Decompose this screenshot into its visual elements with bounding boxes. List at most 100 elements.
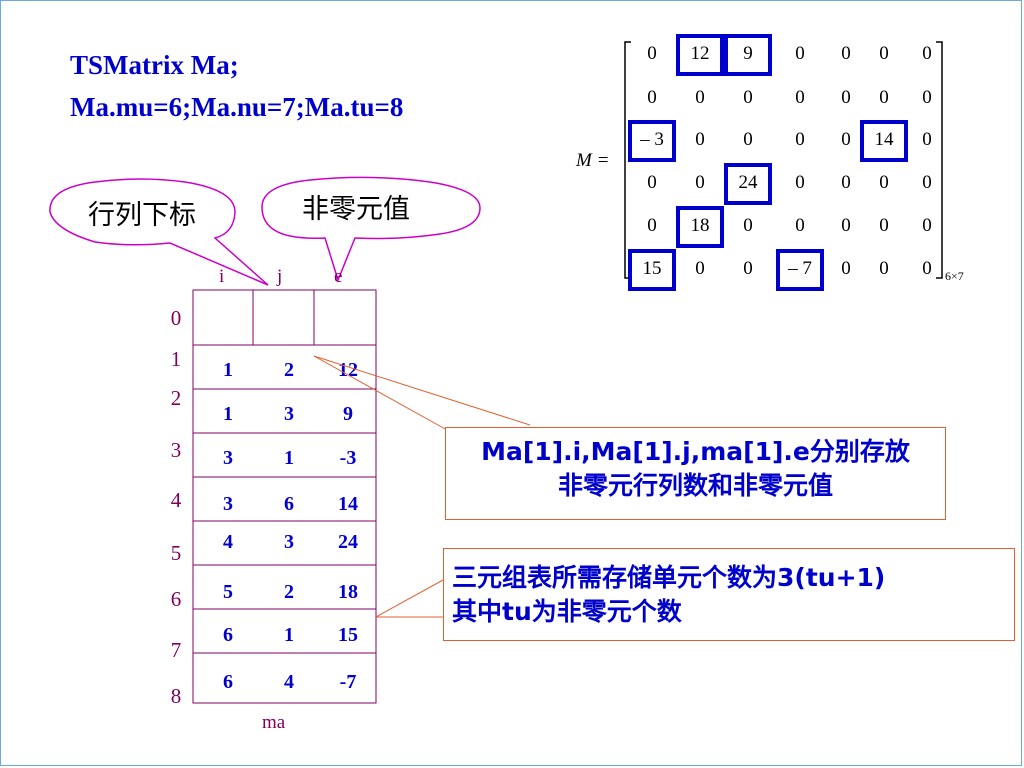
- matrix-cell: 0: [695, 87, 705, 108]
- note-element-storage: Ma[1].i,Ma[1].j,ma[1].e分别存放 非零元行列数和非零元值: [445, 427, 946, 520]
- triple-value: -3: [340, 447, 357, 469]
- table-row-index: 6: [171, 587, 182, 611]
- matrix-cell: 0: [647, 87, 657, 108]
- matrix-cell: 12: [691, 43, 710, 64]
- matrix-cell: 0: [743, 87, 753, 108]
- table-name: ma: [262, 712, 286, 733]
- matrix-cell: 0: [795, 87, 805, 108]
- matrix-cell: 0: [695, 258, 705, 279]
- code-line-assignments: Ma.mu=6;Ma.nu=7;Ma.tu=8: [70, 92, 404, 122]
- bubble-row-col-text: 行列下标: [88, 200, 196, 231]
- matrix-cell: 0: [841, 43, 851, 64]
- matrix-cell: 0: [922, 215, 932, 236]
- nonzero-highlight-box: [628, 120, 676, 162]
- matrix-cell: 0: [841, 258, 851, 279]
- triple-value: -7: [340, 671, 357, 693]
- matrix-cell: 0: [922, 43, 932, 64]
- bubble-shape: [49, 178, 269, 286]
- triple-value: 3: [223, 493, 233, 515]
- matrix-cell: – 3: [639, 129, 664, 150]
- matrix-cell: 0: [922, 258, 932, 279]
- nonzero-highlight-box: [724, 163, 772, 205]
- table-header-e: e: [334, 266, 342, 287]
- matrix-cell: 0: [795, 129, 805, 150]
- matrix-cell: 15: [643, 258, 662, 279]
- table-header-i: i: [219, 266, 224, 287]
- matrix-cell: 0: [841, 129, 851, 150]
- triple-value: 15: [338, 624, 358, 646]
- nonzero-highlight-box: [860, 120, 908, 162]
- matrix-cell: 0: [879, 43, 889, 64]
- matrix-cell: 0: [647, 215, 657, 236]
- matrix-size-label: 6×7: [945, 269, 964, 283]
- note-line: 三元组表所需存储单元个数为3(tu+1): [452, 563, 886, 592]
- matrix-cell: 24: [739, 172, 759, 193]
- matrix-cell: – 7: [787, 258, 812, 279]
- bubble-nonzero-value-text: 非零元值: [302, 194, 410, 225]
- matrix-cell: 0: [879, 87, 889, 108]
- triple-value: 14: [338, 493, 358, 515]
- triple-value: 18: [338, 581, 358, 603]
- matrix-cell: 0: [743, 129, 753, 150]
- triple-value: 2: [284, 581, 294, 603]
- triple-value: 6: [223, 671, 233, 693]
- triple-value: 1: [284, 447, 294, 469]
- matrix-cell: 0: [879, 172, 889, 193]
- matrix-cell: 0: [841, 87, 851, 108]
- matrix-cell: 0: [795, 172, 805, 193]
- triple-value: 3: [223, 447, 233, 469]
- matrix-cell: 0: [922, 129, 932, 150]
- matrix-cell: 0: [647, 172, 657, 193]
- triple-value: 12: [338, 359, 358, 381]
- note-line: Ma[1].i,Ma[1].j,ma[1].e分别存放: [481, 437, 910, 466]
- matrix-cell: 0: [743, 215, 753, 236]
- triple-value: 2: [284, 359, 294, 381]
- code-line-declaration: TSMatrix Ma;: [70, 50, 239, 80]
- nonzero-highlight-box: [628, 249, 676, 291]
- table-row-index: 3: [171, 438, 182, 462]
- matrix-cell: 0: [879, 258, 889, 279]
- nonzero-highlight-box: [676, 34, 724, 76]
- matrix-label: M =: [575, 150, 609, 171]
- table-row-index: 7: [171, 638, 182, 662]
- triple-value: 4: [223, 531, 233, 553]
- triple-value: 1: [223, 359, 233, 381]
- matrix-cell: 0: [647, 43, 657, 64]
- matrix-cell: 0: [795, 43, 805, 64]
- matrix-cell: 0: [695, 172, 705, 193]
- table-row-index: 5: [171, 541, 182, 565]
- matrix-cell: 9: [743, 43, 753, 64]
- table-row-index: 1: [171, 347, 182, 371]
- matrix-cell: 0: [743, 258, 753, 279]
- matrix-cell: 14: [875, 129, 895, 150]
- triple-value: 24: [338, 531, 358, 553]
- nonzero-highlight-box: [724, 34, 772, 76]
- triple-value: 6: [284, 493, 294, 515]
- matrix-right-bracket: [936, 41, 943, 279]
- note-line: 非零元行列数和非零元值: [557, 471, 833, 500]
- matrix-cell: 0: [922, 172, 932, 193]
- table-header-j: j: [276, 266, 282, 287]
- bubble-shape: [261, 176, 481, 283]
- triple-value: 3: [284, 403, 294, 425]
- matrix-cell: 0: [922, 87, 932, 108]
- callout-line: [375, 579, 444, 618]
- nonzero-highlight-box: [776, 249, 824, 291]
- matrix-cell: 0: [795, 215, 805, 236]
- table-row-index: 0: [171, 306, 182, 330]
- matrix-cell: 0: [841, 215, 851, 236]
- matrix-cell: 0: [841, 172, 851, 193]
- nonzero-highlight-box: [676, 206, 724, 248]
- triple-value: 9: [343, 403, 353, 425]
- table-row-index: 8: [171, 684, 182, 708]
- triple-value: 6: [223, 624, 233, 646]
- triple-value: 4: [284, 671, 294, 693]
- table-outline: [192, 289, 377, 704]
- table-row-index: 4: [171, 488, 182, 512]
- bubble-nonzero-value: 非零元值: [261, 176, 481, 283]
- note-line: 其中tu为非零元个数: [452, 597, 682, 626]
- callout-line: [313, 355, 448, 431]
